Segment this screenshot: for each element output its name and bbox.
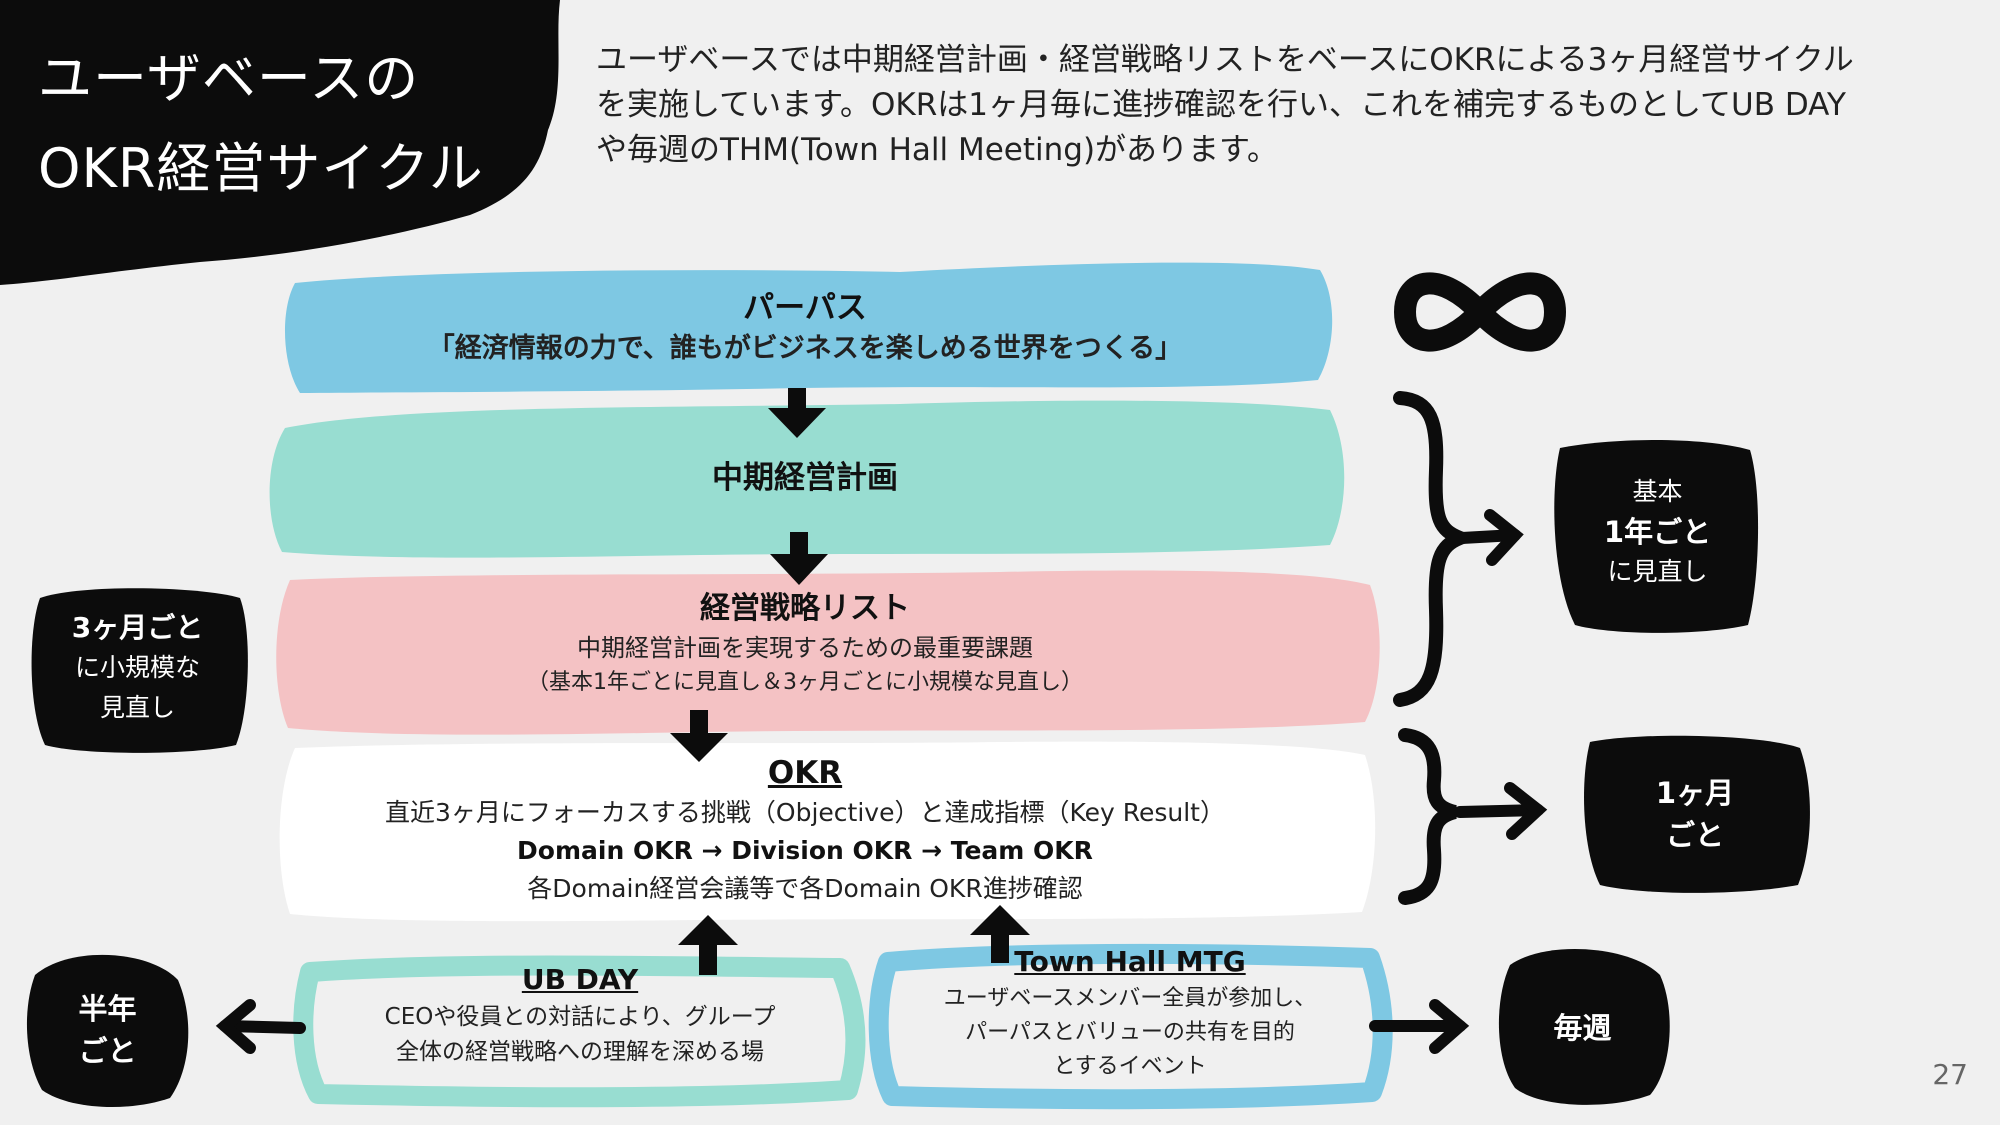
yearly-badge-line-2: 1年ごと bbox=[1603, 515, 1712, 549]
yearly-badge-shape bbox=[1554, 440, 1759, 633]
title-background-blob bbox=[0, 0, 560, 285]
quarterly-badge-line-1: 3ヶ月ごと bbox=[71, 611, 204, 644]
strategy-list-line-2: （基本1年ごとに見直し＆3ヶ月ごとに小規模な見直し） bbox=[527, 670, 1083, 695]
quarterly-badge-line-3: 見直し bbox=[99, 693, 175, 722]
town-hall-frame bbox=[868, 943, 1393, 1110]
page-number: 27 bbox=[1932, 1058, 1968, 1091]
strategy-list-band bbox=[276, 570, 1380, 735]
intro-line-1: ユーザベースでは中期経営計画・経営戦略リストをベースにOKRによる3ヶ月経営サイ… bbox=[596, 42, 1854, 78]
ub-day-frame bbox=[293, 955, 866, 1108]
monthly-badge-line-2: ごと bbox=[1665, 818, 1724, 852]
up-arrow-icon bbox=[970, 905, 1030, 963]
ub-day-text: UB DAY CEOや役員との対話により、グループ 全体の経営戦略への理解を深め… bbox=[320, 960, 840, 1070]
midterm-plan-text: 中期経営計画 bbox=[280, 455, 1330, 501]
page-title: ユーザベースの OKR経営サイクル bbox=[38, 34, 538, 214]
okr-line-2: Domain OKR → Division OKR → Team OKR bbox=[517, 836, 1093, 865]
quarterly-badge-line-2: に小規模な bbox=[74, 653, 200, 682]
town-hall-line-3: とするイベント bbox=[1053, 1054, 1207, 1079]
purpose-heading: パーパス bbox=[743, 290, 867, 326]
midterm-plan-band bbox=[269, 400, 1345, 558]
weekly-badge-shape bbox=[1498, 948, 1670, 1105]
half-year-badge-shape bbox=[26, 954, 189, 1108]
quarterly-badge: 3ヶ月ごと に小規模な 見直し bbox=[35, 608, 240, 728]
up-arrow-icon bbox=[678, 915, 738, 975]
town-hall-heading: Town Hall MTG bbox=[1014, 945, 1246, 978]
monthly-brace bbox=[1398, 728, 1457, 905]
midterm-plan-heading: 中期経営計画 bbox=[712, 460, 898, 496]
half-year-badge-line-2: ごと bbox=[78, 1034, 137, 1068]
infinity-icon bbox=[1393, 272, 1567, 352]
yearly-badge: 基本 1年ごと に見直し bbox=[1560, 472, 1755, 592]
title-line-1: ユーザベースの bbox=[38, 47, 420, 110]
monthly-badge: 1ヶ月 ごと bbox=[1590, 772, 1800, 856]
monthly-badge-line-1: 1ヶ月 bbox=[1655, 776, 1735, 810]
half-year-badge: 半年 ごと bbox=[30, 988, 185, 1072]
town-hall-line-2: パーパスとバリューの共有を目的 bbox=[965, 1020, 1295, 1045]
town-hall-text: Town Hall MTG ユーザベースメンバー全員が参加し、 パーパスとバリュ… bbox=[890, 942, 1370, 1084]
intro-line-2: を実施しています。OKRは1ヶ月毎に進捗確認を行い、これを補完するものとしてUB… bbox=[596, 87, 1846, 123]
purpose-text: パーパス 「経済情報の力で、誰もがビジネスを楽しめる世界をつくる」 bbox=[280, 287, 1330, 369]
intro-paragraph: ユーザベースでは中期経営計画・経営戦略リストをベースにOKRによる3ヶ月経営サイ… bbox=[596, 38, 1976, 173]
purpose-statement: 「経済情報の力で、誰もがビジネスを楽しめる世界をつくる」 bbox=[427, 333, 1183, 364]
weekly-badge-label: 毎週 bbox=[1553, 1011, 1612, 1045]
okr-text: OKR 直近3ヶ月にフォーカスする挑戦（Objective）と達成指標（Key … bbox=[280, 752, 1330, 908]
monthly-badge-shape bbox=[1584, 735, 1810, 893]
purpose-band bbox=[284, 262, 1333, 393]
strategy-list-line-1: 中期経営計画を実現するための最重要課題 bbox=[577, 634, 1033, 662]
okr-line-1: 直近3ヶ月にフォーカスする挑戦（Objective）と達成指標（Key Resu… bbox=[385, 798, 1225, 827]
half-year-badge-line-1: 半年 bbox=[78, 992, 137, 1026]
yearly-brace bbox=[1393, 391, 1479, 707]
ub-day-line-1: CEOや役員との対話により、グループ bbox=[384, 1004, 776, 1030]
yearly-badge-line-1: 基本 bbox=[1632, 477, 1683, 506]
right-arrow-icon bbox=[1456, 509, 1524, 566]
down-arrow-icon bbox=[768, 388, 826, 438]
okr-band bbox=[279, 741, 1376, 922]
down-arrow-icon bbox=[670, 710, 728, 762]
strategy-list-text: 経営戦略リスト 中期経営計画を実現するための最重要課題 （基本1年ごとに見直し＆… bbox=[280, 588, 1330, 700]
right-arrow-icon bbox=[1454, 782, 1548, 840]
quarterly-badge-shape bbox=[31, 588, 248, 753]
intro-line-3: や毎週のTHM(Town Hall Meeting)があります。 bbox=[596, 132, 1278, 168]
strategy-list-heading: 経営戦略リスト bbox=[700, 591, 910, 626]
title-line-2: OKR経営サイクル bbox=[38, 137, 484, 200]
ub-day-line-2: 全体の経営戦略への理解を深める場 bbox=[396, 1039, 764, 1065]
down-arrow-icon bbox=[770, 532, 828, 585]
yearly-badge-line-3: に見直し bbox=[1607, 557, 1708, 586]
right-arrow-icon bbox=[1369, 999, 1470, 1054]
okr-heading: OKR bbox=[767, 755, 843, 791]
left-arrow-icon bbox=[215, 999, 306, 1054]
ub-day-heading: UB DAY bbox=[521, 963, 639, 996]
okr-line-3: 各Domain経営会議等で各Domain OKR進捗確認 bbox=[527, 874, 1083, 903]
town-hall-line-1: ユーザベースメンバー全員が参加し、 bbox=[943, 986, 1317, 1011]
weekly-badge: 毎週 bbox=[1500, 1007, 1665, 1049]
